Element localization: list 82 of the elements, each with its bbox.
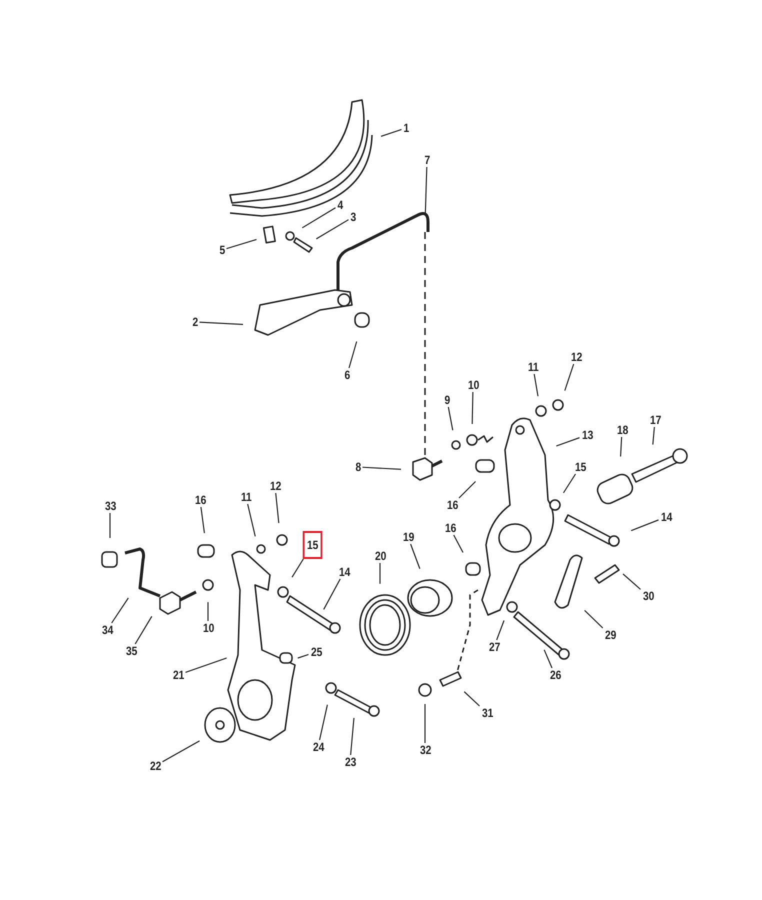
callout-number: 21 bbox=[172, 668, 185, 682]
callout-number: 6 bbox=[343, 368, 351, 382]
callout-number: 24 bbox=[312, 740, 325, 754]
leader-line bbox=[298, 654, 309, 659]
leader-line bbox=[556, 437, 580, 446]
callout-number: 17 bbox=[648, 413, 662, 427]
callout-number: 31 bbox=[480, 706, 494, 720]
leader-line bbox=[424, 166, 428, 214]
leader-line bbox=[292, 558, 304, 578]
leader-line bbox=[207, 602, 209, 621]
callout-number: 11 bbox=[240, 490, 252, 504]
leader-line bbox=[620, 436, 622, 457]
callout-number: 18 bbox=[616, 423, 629, 437]
leader-line bbox=[323, 578, 341, 610]
callout-number: 22 bbox=[148, 759, 162, 773]
leader-line bbox=[350, 718, 354, 756]
leader-line bbox=[199, 322, 244, 325]
leader-line bbox=[226, 238, 257, 250]
leader-line bbox=[379, 563, 381, 584]
callout-number: 14 bbox=[660, 510, 673, 524]
callout-number: 34 bbox=[100, 623, 114, 637]
callout-number: 30 bbox=[642, 589, 655, 603]
callout-number: 12 bbox=[570, 350, 583, 364]
leader-line bbox=[247, 504, 256, 536]
highlighted-callout-number: 15 bbox=[302, 531, 322, 559]
callout-number: 16 bbox=[444, 521, 457, 535]
callout-number: 13 bbox=[580, 428, 594, 442]
callout-number: 10 bbox=[202, 621, 215, 635]
callout-number: 5 bbox=[218, 243, 226, 257]
callout-number: 1 bbox=[402, 121, 410, 135]
leader-line bbox=[453, 534, 464, 553]
callout-number: 9 bbox=[443, 393, 451, 407]
callout-number: 3 bbox=[349, 210, 357, 224]
callout-number: 16 bbox=[446, 498, 459, 512]
leader-line bbox=[544, 650, 552, 668]
leader-line bbox=[380, 128, 402, 137]
callout-number: 19 bbox=[402, 530, 415, 544]
leader-line bbox=[162, 740, 200, 762]
callout-number: 27 bbox=[488, 640, 501, 654]
leader-line bbox=[410, 544, 420, 569]
leader-line bbox=[275, 492, 280, 524]
leader-line bbox=[111, 598, 129, 624]
leader-line bbox=[109, 513, 111, 538]
callout-number: 29 bbox=[604, 628, 617, 642]
callout-number: 4 bbox=[336, 198, 344, 212]
callout-number: 16 bbox=[194, 493, 207, 507]
callout-number: 33 bbox=[104, 499, 117, 513]
callout-number: 11 bbox=[526, 360, 540, 374]
callout-number: 2 bbox=[191, 315, 199, 329]
leader-line bbox=[185, 657, 227, 673]
callout-number: 7 bbox=[423, 153, 431, 167]
callout-number: 25 bbox=[310, 645, 323, 659]
leader-line bbox=[563, 474, 576, 494]
leader-line bbox=[534, 374, 539, 396]
leader-line bbox=[200, 506, 205, 534]
leader-line bbox=[348, 341, 358, 368]
leader-line bbox=[316, 219, 349, 240]
callout-number: 20 bbox=[374, 549, 387, 563]
leader-line bbox=[458, 481, 476, 498]
leader-line bbox=[362, 466, 402, 470]
leader-line bbox=[448, 406, 454, 430]
leader-line bbox=[319, 704, 328, 740]
leader-line bbox=[496, 620, 505, 640]
leader-line bbox=[652, 426, 655, 445]
leader-line bbox=[584, 610, 604, 628]
callout-number: 26 bbox=[548, 668, 562, 682]
leader-line bbox=[302, 207, 336, 228]
callout-number: 35 bbox=[124, 644, 138, 658]
callout-number: 23 bbox=[344, 755, 357, 769]
leader-line bbox=[472, 392, 474, 424]
callout-number: 12 bbox=[268, 479, 282, 493]
leader-line bbox=[424, 704, 426, 743]
leader-line bbox=[564, 364, 574, 391]
leader-line bbox=[622, 574, 641, 590]
leader-line bbox=[134, 616, 152, 644]
callout-number: 10 bbox=[466, 378, 480, 392]
callout-number: 14 bbox=[338, 565, 351, 579]
callout-number: 15 bbox=[574, 460, 587, 474]
callout-number: 8 bbox=[354, 460, 362, 474]
callout-number: 32 bbox=[418, 743, 432, 757]
leader-line bbox=[464, 691, 480, 706]
leader-line bbox=[630, 519, 659, 532]
